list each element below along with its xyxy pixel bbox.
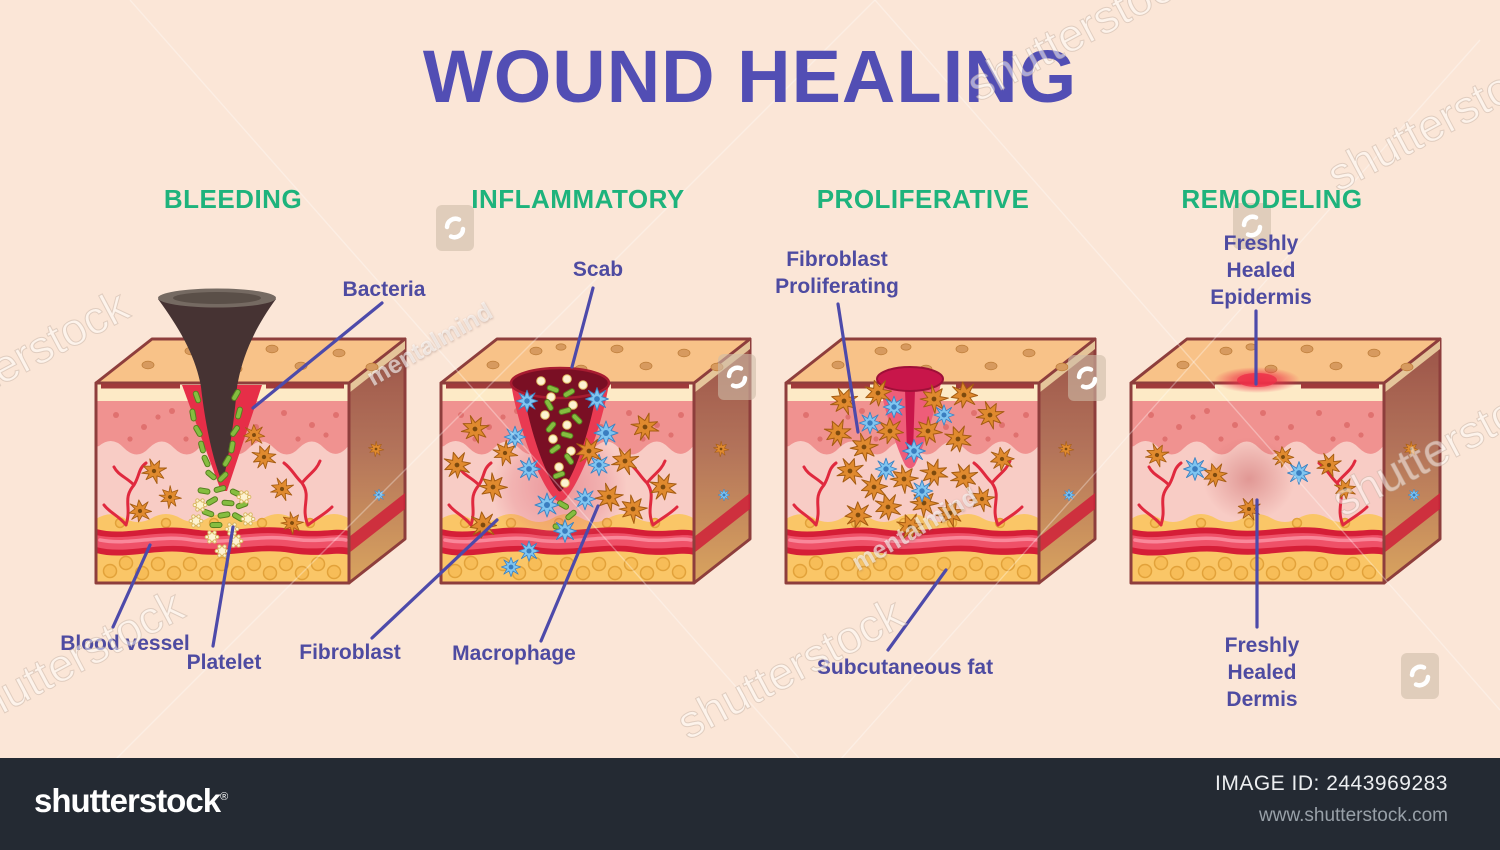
label-bacteria: Bacteria: [342, 278, 426, 301]
label-freshly-healed-dermis: Freshly Healed Dermis: [1224, 634, 1300, 711]
registered-mark: ®: [220, 791, 228, 803]
stage-heading-inflammatory: INFLAMMATORY: [471, 184, 685, 214]
label-subcutaneous-fat: Subcutaneous fat: [816, 656, 994, 679]
label-platelet: Platelet: [186, 651, 262, 674]
shutterstock-logo: shutterstock®: [34, 782, 228, 820]
stage-heading-bleeding: BLEEDING: [163, 184, 303, 214]
label-macrophage: Macrophage: [452, 642, 576, 665]
stage-heading-remodeling: REMODELING: [1181, 184, 1363, 214]
label-freshly-healed-epidermis: Freshly Healed Epidermis: [1210, 232, 1312, 309]
page-title: WOUND HEALING: [422, 35, 1078, 118]
stage-heading-proliferative: PROLIFERATIVE: [816, 184, 1030, 214]
watermark-grid: [24, 0, 1500, 850]
website-url: www.shutterstock.com: [1259, 805, 1448, 826]
pus-cells: [536, 374, 588, 488]
pointer-lines: [111, 286, 1259, 652]
label-scab: Scab: [572, 258, 624, 281]
image-id: IMAGE ID: 2443969283: [1215, 772, 1448, 795]
skin-block-inflammatory: [440, 339, 750, 583]
label-blood-vessel: Blood vessel: [60, 632, 190, 655]
label-fibroblast-proliferating: Fibroblast Proliferating: [775, 248, 899, 298]
skin-block-remodeling: [1131, 339, 1440, 583]
label-fibroblast: Fibroblast: [299, 641, 401, 664]
shutterstock-logo-text: shutterstock: [34, 782, 221, 819]
footer-bar: shutterstock® IMAGE ID: 2443969283 www.s…: [0, 758, 1500, 850]
skin-block-bleeding: [96, 288, 405, 584]
skin-block-proliferative: [786, 339, 1095, 583]
